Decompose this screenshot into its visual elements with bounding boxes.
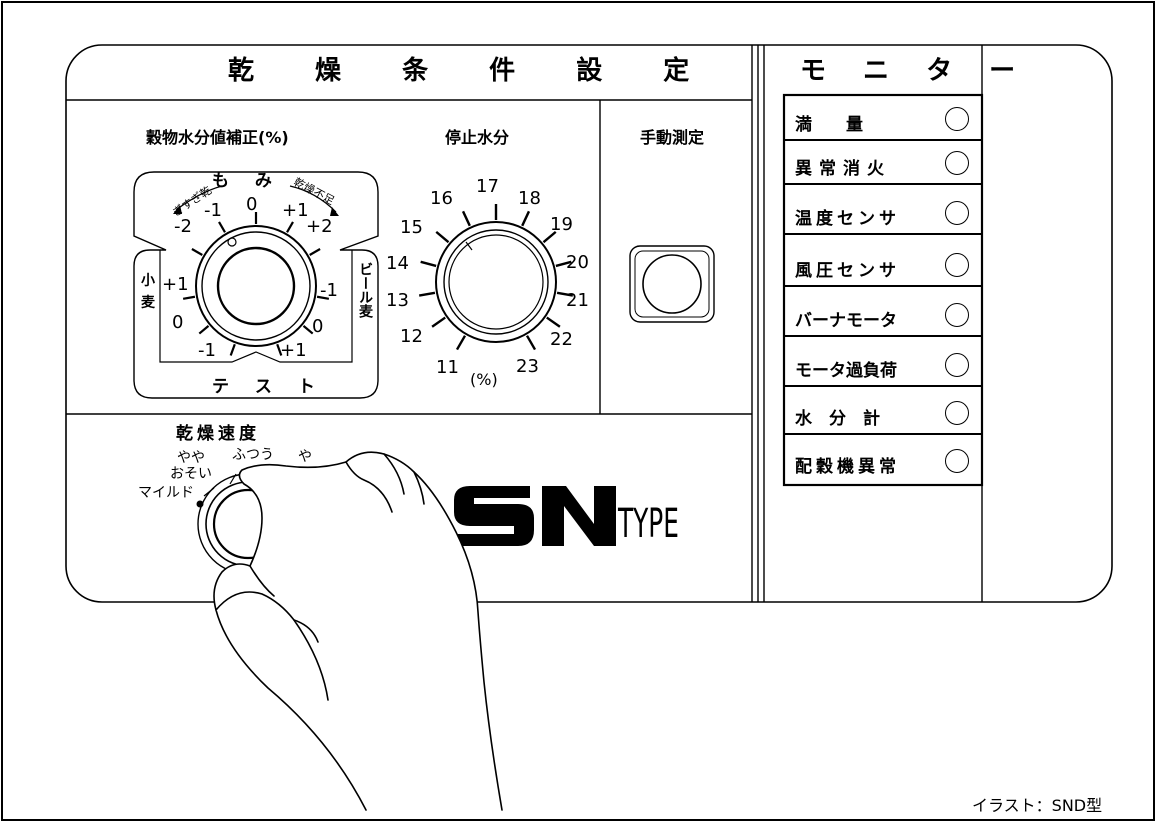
monitor-row: 温度センサ — [785, 191, 981, 235]
stop-moisture-tick — [461, 210, 471, 227]
test-label: テ ス ト — [212, 377, 325, 397]
grain-tick-label: +1 — [282, 200, 309, 221]
stop-unit-label: (%) — [470, 370, 498, 389]
grain-tick-label: 0 — [246, 194, 258, 215]
grain-correction-heading: 穀物水分値補正(%) — [146, 128, 289, 147]
lamp-icon — [945, 353, 969, 377]
hand-illustration — [213, 451, 503, 811]
grain-correction-tick — [316, 295, 330, 300]
monitor-box — [782, 93, 984, 487]
stop-moisture-tick — [431, 316, 446, 328]
monitor-row: 風圧センサ — [785, 243, 981, 287]
monitor-row: 水 分 計 — [785, 391, 981, 435]
monitor-label: 配穀機異常 — [795, 457, 900, 477]
lamp-icon — [945, 303, 969, 327]
lamp-icon — [945, 449, 969, 473]
monitor-row: 満 量 — [785, 97, 981, 141]
monitor-label: 温度センサ — [795, 209, 900, 229]
dry-speed-normal-label: ふつう — [232, 447, 274, 463]
dry-speed-fast-label: や — [298, 449, 312, 465]
grain-tick-label: +1 — [280, 340, 307, 361]
stop-moisture-knob[interactable] — [435, 221, 557, 343]
monitor-label: バーナモータ — [795, 311, 897, 331]
grain-correction-tick — [191, 248, 203, 256]
monitor-row: 配穀機異常 — [785, 439, 981, 483]
dry-speed-mild-label: マイルド — [138, 485, 194, 501]
grain-correction-tick — [276, 343, 283, 356]
grain-correction-tick — [198, 325, 210, 335]
stop-tick-label: 20 — [566, 252, 589, 273]
stop-moisture-tick — [555, 260, 572, 268]
wheat-label: 小 麦 — [141, 273, 155, 312]
stop-moisture-tick — [455, 335, 467, 351]
manual-measure-heading: 手動測定 — [640, 128, 705, 147]
grain-tick-label: -2 — [174, 216, 192, 237]
stop-moisture-tick — [556, 291, 574, 297]
momi-label: も み — [212, 171, 282, 191]
monitor-row: モータ過負荷 — [785, 343, 981, 387]
lamp-icon — [945, 151, 969, 175]
monitor-row: バーナモータ — [785, 293, 981, 337]
dry-speed-slow-label: やや おそい — [170, 450, 212, 483]
stop-tick-label: 16 — [430, 188, 453, 209]
sn-logo — [454, 486, 616, 546]
stop-tick-label: 11 — [436, 357, 459, 378]
lamp-icon — [945, 401, 969, 425]
stop-tick-label: 19 — [550, 214, 573, 235]
grain-correction-tick — [218, 221, 226, 233]
grain-correction-tick — [309, 248, 321, 256]
lamp-icon — [945, 253, 969, 277]
stop-tick-label: 23 — [516, 356, 539, 377]
caption: イラスト：SND型 — [972, 796, 1103, 815]
monitor-title: モ ニ タ ー — [800, 56, 1030, 86]
stop-moisture-heading: 停止水分 — [445, 128, 510, 147]
stop-moisture-tick — [542, 230, 557, 244]
grain-correction-tick — [302, 325, 314, 335]
grain-tick-label: 0 — [312, 316, 324, 337]
dry-speed-heading: 乾燥速度 — [176, 424, 260, 444]
grain-tick-label: -1 — [204, 200, 222, 221]
stop-tick-label: 13 — [386, 290, 409, 311]
stop-moisture-tick — [420, 260, 437, 268]
stop-moisture-tick — [546, 316, 561, 328]
stop-tick-label: 15 — [400, 217, 423, 238]
lamp-icon — [945, 201, 969, 225]
stop-moisture-tick — [435, 230, 450, 244]
stop-moisture-tick — [418, 291, 436, 297]
lamp-icon — [945, 107, 969, 131]
manual-measure-button[interactable] — [642, 254, 702, 314]
stop-tick-label: 17 — [476, 176, 499, 197]
stop-tick-label: 14 — [386, 253, 409, 274]
stop-tick-label: 22 — [550, 329, 573, 350]
grain-tick-label: -1 — [320, 280, 338, 301]
barley-label: ビール麦 — [357, 262, 373, 318]
stop-tick-label: 12 — [400, 326, 423, 347]
monitor-label: 水 分 計 — [795, 409, 880, 429]
brand-type: TYPE — [618, 501, 679, 547]
stop-moisture-tick — [525, 335, 537, 351]
stop-moisture-tick — [521, 210, 531, 227]
grain-dial-frame — [133, 171, 379, 399]
monitor-label: モータ過負荷 — [795, 361, 897, 381]
monitor-label: 異常消火 — [795, 159, 891, 179]
grain-tick-label: +2 — [306, 216, 333, 237]
grain-tick-label: 0 — [172, 312, 184, 333]
stop-tick-label: 21 — [566, 290, 589, 311]
grain-correction-tick — [229, 343, 236, 356]
monitor-label: 満 量 — [795, 115, 863, 135]
grain-correction-tick — [182, 295, 196, 300]
monitor-row: 異常消火 — [785, 141, 981, 185]
section-title: 乾 燥 条 件 設 定 — [228, 56, 716, 86]
grain-tick-label: +1 — [162, 274, 189, 295]
grain-correction-tick — [286, 221, 294, 233]
stop-tick-label: 18 — [518, 188, 541, 209]
monitor-label: 風圧センサ — [795, 261, 900, 281]
grain-tick-label: -1 — [198, 340, 216, 361]
